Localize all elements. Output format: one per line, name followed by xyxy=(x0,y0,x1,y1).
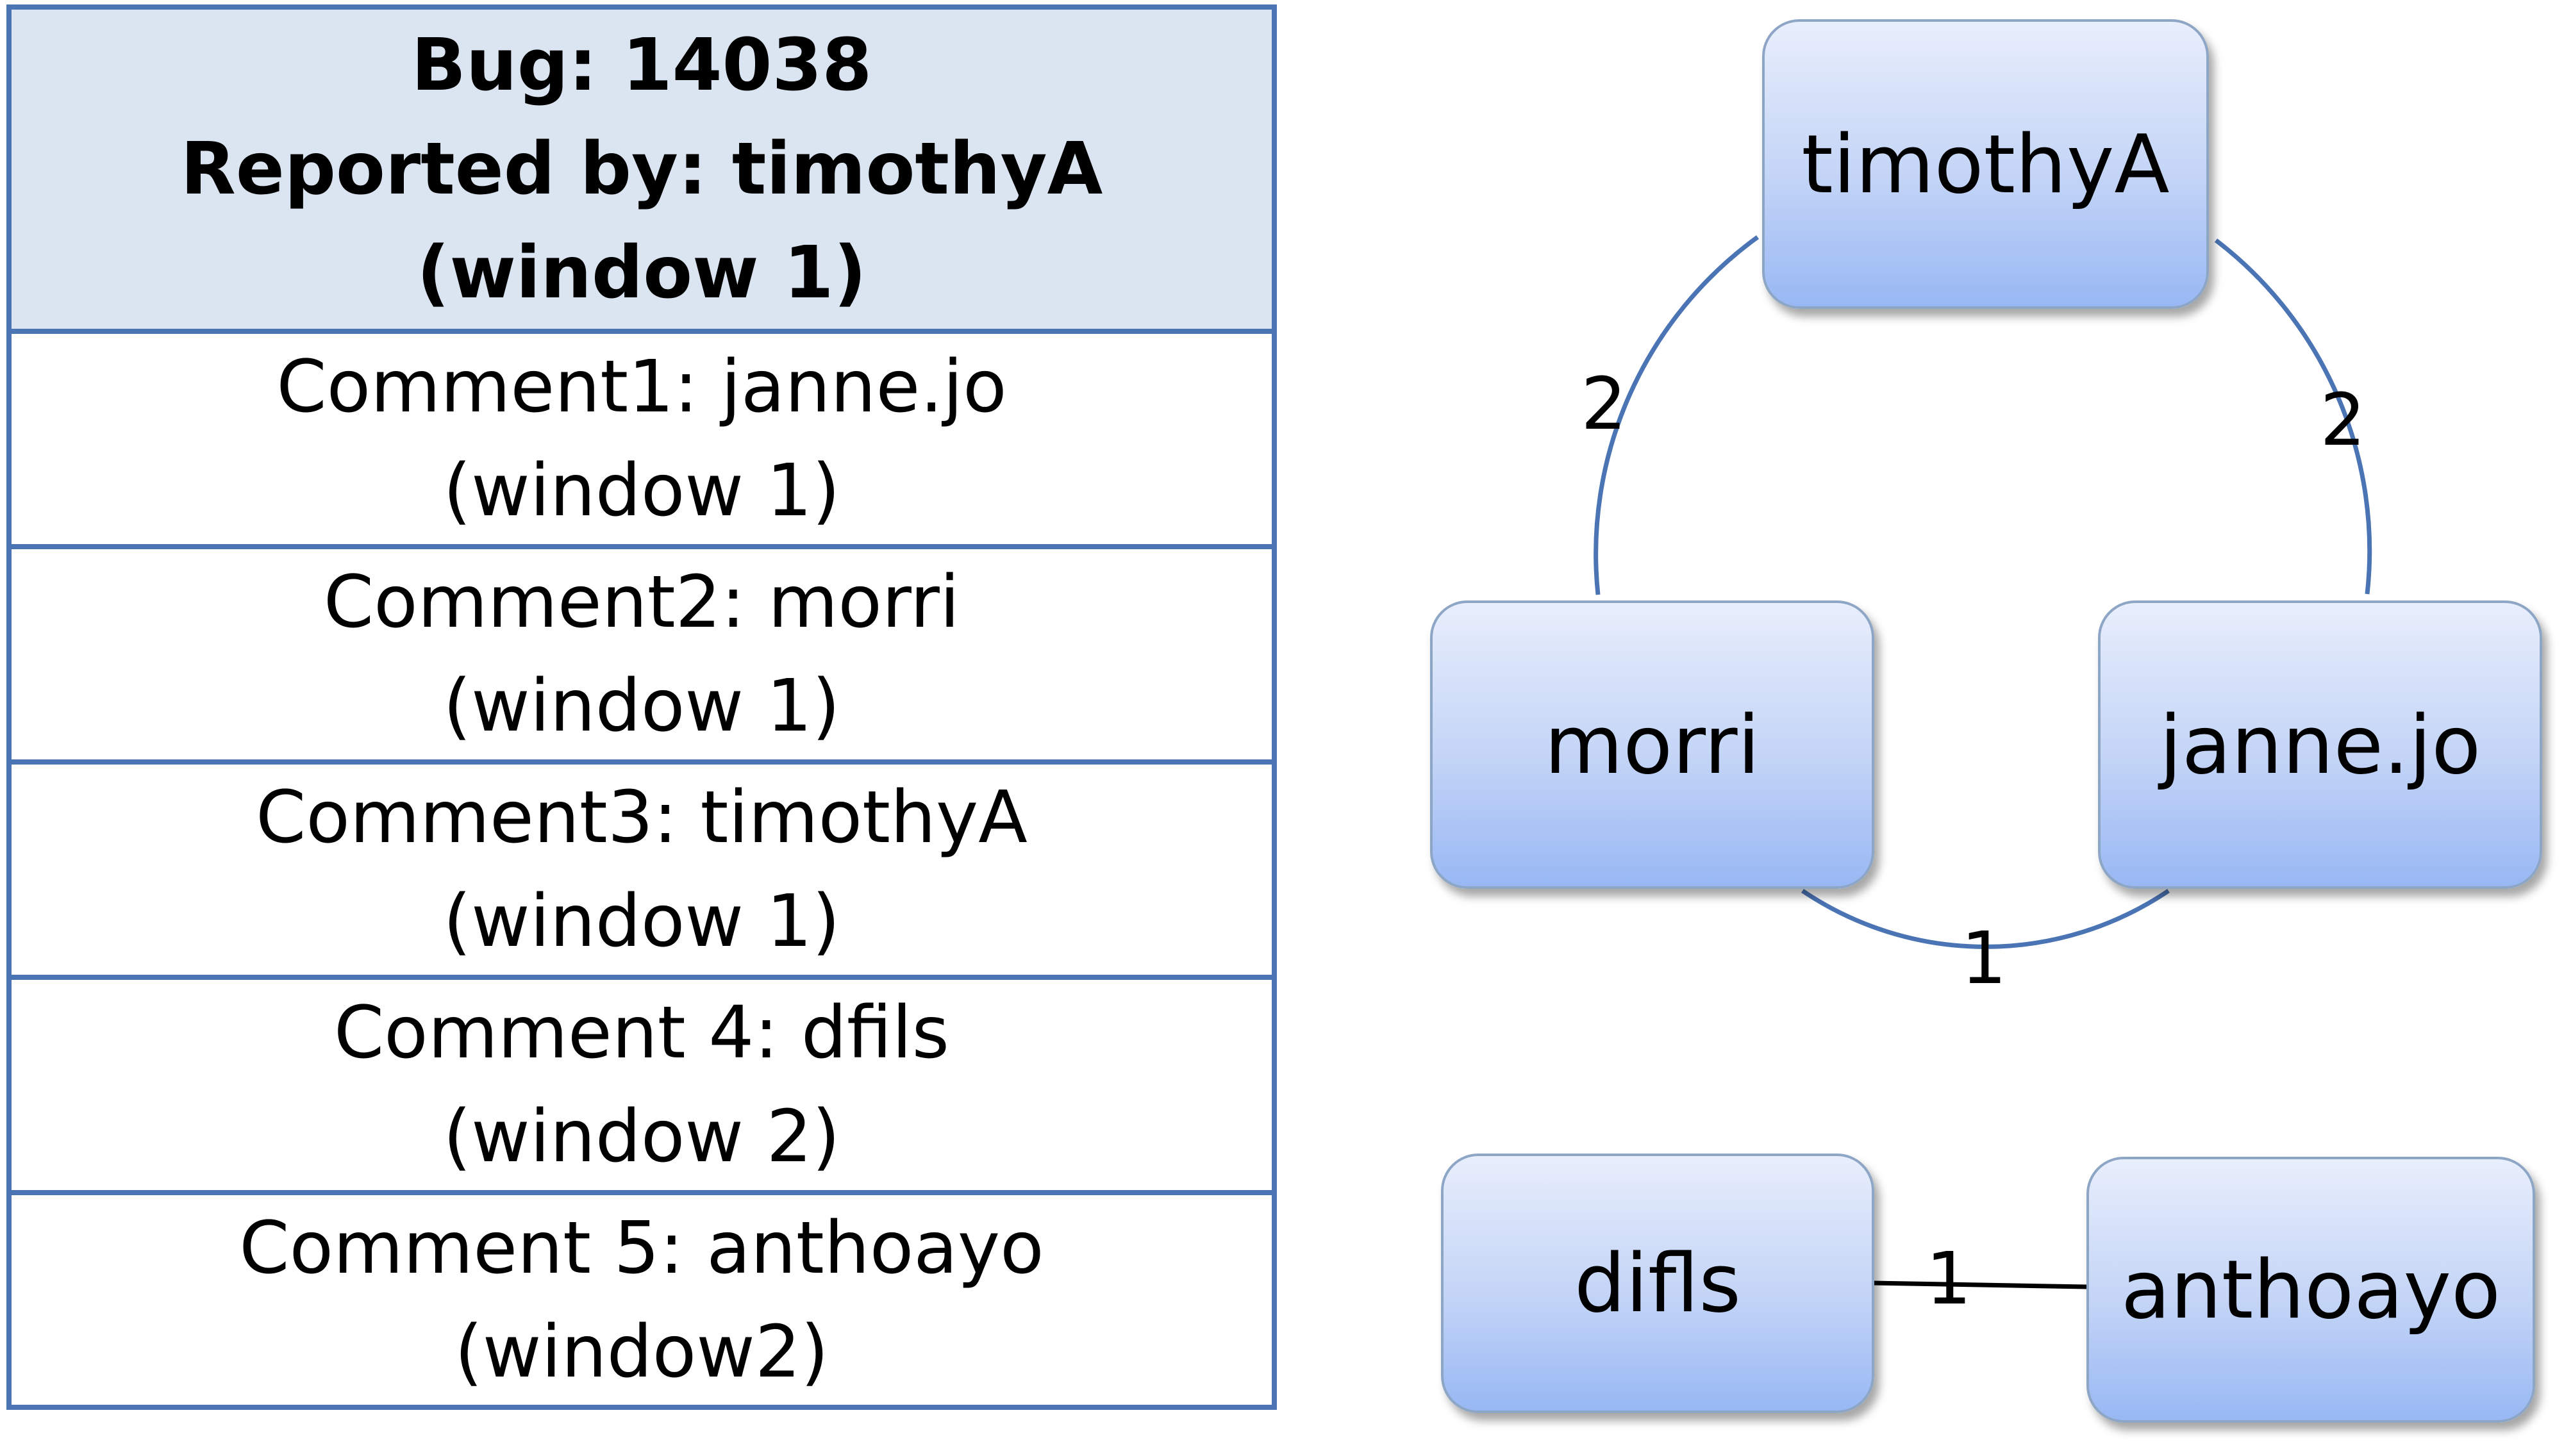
comment-row-1: Comment1: janne.jo (window 1) xyxy=(12,334,1272,549)
node-janne-jo: janne.jo xyxy=(2098,600,2542,889)
edge-morri-janne-jo xyxy=(1801,889,2170,949)
bug-header: Bug: 14038 Reported by: timothyA (window… xyxy=(12,10,1272,334)
edge-weight-timothyA-morri: 2 xyxy=(1581,363,1627,446)
edge-weight-difls-anthoayo: 1 xyxy=(1926,1237,1972,1321)
bug-reporter: Reported by: timothyA xyxy=(180,128,1103,211)
edge-weight-morri-janne-jo: 1 xyxy=(1961,917,2007,1000)
comment-author: Comment1: janne.jo xyxy=(276,345,1007,429)
comment-window: (window 2) xyxy=(443,1095,840,1179)
comment-row-4: Comment 4: dfils (window 2) xyxy=(12,980,1272,1195)
comment-window: (window2) xyxy=(454,1310,829,1394)
node-timothyA: timothyA xyxy=(1762,19,2209,309)
bug-id: Bug: 14038 xyxy=(411,24,872,107)
edge-weight-timothyA-janne-jo: 2 xyxy=(2320,379,2366,462)
edge-timothyA-morri xyxy=(1594,235,1760,595)
bug-window: (window 1) xyxy=(417,231,867,315)
comment-author: Comment 5: anthoayo xyxy=(239,1206,1044,1290)
node-anthoayo: anthoayo xyxy=(2086,1157,2535,1423)
edge-timothyA-janne-jo xyxy=(2214,238,2372,595)
comment-row-2: Comment2: morri (window 1) xyxy=(12,549,1272,765)
comment-window: (window 1) xyxy=(443,665,840,748)
comment-row-5: Comment 5: anthoayo (window2) xyxy=(12,1195,1272,1405)
node-morri: morri xyxy=(1430,600,1874,889)
edge-difls-anthoayo xyxy=(1871,1280,2087,1289)
node-label: morri xyxy=(1544,697,1760,792)
node-label: janne.jo xyxy=(2159,697,2481,792)
bug-comment-table: Bug: 14038 Reported by: timothyA (window… xyxy=(6,4,1277,1410)
comment-author: Comment 4: dfils xyxy=(333,991,950,1075)
comment-window: (window 1) xyxy=(443,449,840,533)
comment-window: (window 1) xyxy=(443,880,840,963)
comment-author: Comment3: timothyA xyxy=(256,776,1028,859)
node-label: anthoayo xyxy=(2120,1243,2501,1337)
node-label: difls xyxy=(1574,1236,1741,1330)
node-label: timothyA xyxy=(1801,117,2170,211)
node-difls: difls xyxy=(1441,1154,1874,1413)
comment-author: Comment2: morri xyxy=(323,561,960,644)
comment-row-3: Comment3: timothyA (window 1) xyxy=(12,765,1272,980)
